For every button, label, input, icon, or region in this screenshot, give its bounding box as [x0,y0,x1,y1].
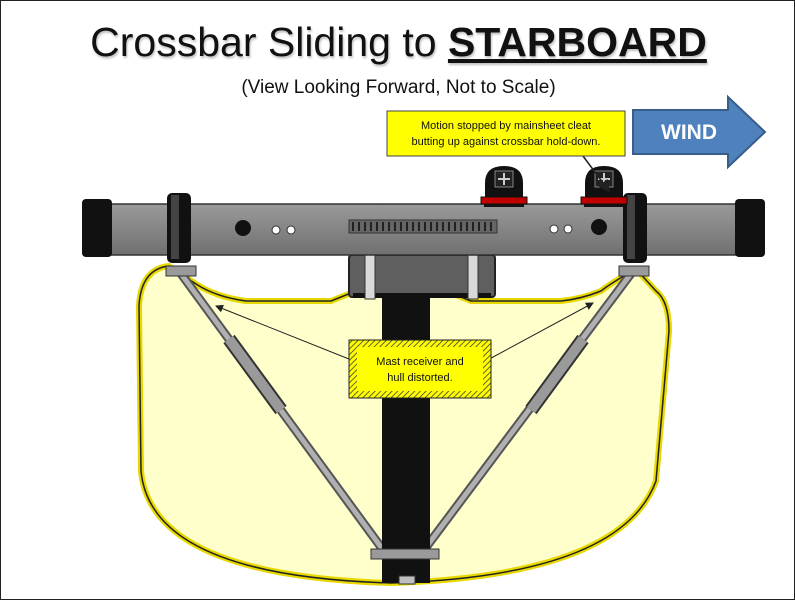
wind-label: WIND [661,121,717,144]
port-hold-down [167,193,191,263]
wind-arrow-icon: WIND [632,94,767,170]
starboard-strut [417,268,637,557]
mainsheet-cleat-icon [480,166,528,207]
mast-receiver [382,271,430,583]
title-emphasis: STARBOARD [447,19,707,65]
cleat-callout-line2: butting up against crossbar hold-down. [412,136,601,148]
starboard-end-cap [735,199,765,257]
cleat-callout: Motion stopped by mainsheet cleat buttin… [386,110,626,193]
mast-callout: Mast receiver and hull distorted. [215,302,594,399]
port-end-cap [82,199,112,257]
mast-callout-line1: Mast receiver and [376,356,463,368]
starboard-hold-down [623,193,647,263]
page-subtitle: (View Looking Forward, Not to Scale) [241,77,556,98]
page-title: Crossbar Sliding to STARBOARD [1,19,795,66]
mainsheet-cleat-icon [580,166,628,207]
cleat-callout-line1: Motion stopped by mainsheet cleat [421,120,591,132]
port-strut [175,268,390,557]
title-prefix: Crossbar Sliding to [90,19,448,65]
mast-callout-line2: hull distorted. [387,372,452,384]
